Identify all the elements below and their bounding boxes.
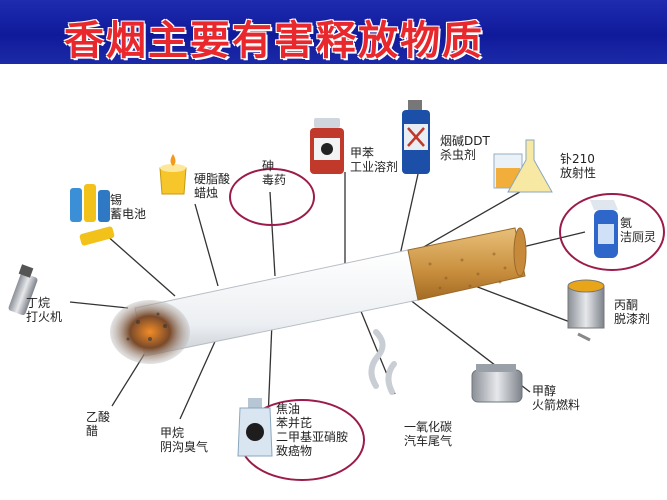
label-ammonia: 氨 洁厕灵 [620,216,657,244]
label-arsenic: 砷 毒药 [262,159,287,187]
label-cadmium: 丙酮 脱漆剂 [614,298,651,326]
label-polonium: 钋210 放射性 [560,152,597,180]
label-tin-battery: 锡 蓄电池 [110,193,147,221]
label-butane: 丁烷 打火机 [26,296,63,324]
label-ddt: 烟碱DDT 杀虫剂 [440,134,490,162]
lighter-icon [8,264,38,316]
label-tar: 焦油 苯并芘 二甲基亚硝胺 致癌物 [276,402,349,458]
burning-tip [110,300,190,364]
diagram-canvas [8,100,665,481]
ammonia-highlight [559,193,665,271]
page-title: 香烟主要有害释放物质 [64,17,484,64]
label-acetic-acid: 乙酸 醋 [86,410,111,438]
exhaust-smoke-icon [368,329,397,395]
label-stearic-candle: 硬脂酸 蜡烛 [194,172,231,200]
candle-icon [159,154,187,195]
lab-flask-icon [493,139,553,193]
label-carbon-monoxide: 一氧化碳 汽车尾气 [404,420,453,448]
cigarette [110,227,527,364]
solvent-bottle-icon [310,118,344,174]
filter-texture [428,252,507,290]
battery-icon [70,184,115,246]
title-banner: 香烟主要有害释放物质 [0,0,667,64]
insecticide-can-icon [402,100,430,174]
label-toluene: 甲苯 工业溶剂 [350,146,399,174]
label-methane: 甲烷 阴沟臭气 [160,426,209,454]
paint-can-icon [567,279,605,342]
label-methanol: 甲醇 火箭燃料 [532,384,581,412]
arsenic-highlight [229,168,315,226]
poison-jug-icon [237,398,273,457]
cigarette-filter [407,227,526,301]
spray-bottle-icon [590,200,618,258]
fuel-tank-icon [471,364,523,403]
